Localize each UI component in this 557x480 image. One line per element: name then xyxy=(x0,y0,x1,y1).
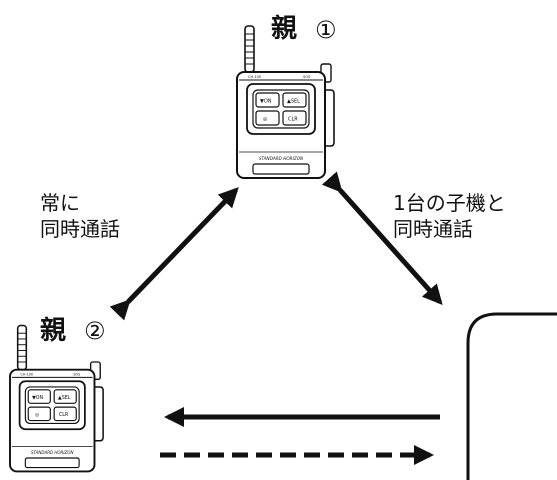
parent2-number: ② xyxy=(84,317,106,345)
left-label-line-2: 同時通話 xyxy=(40,217,120,241)
arrow-right-double xyxy=(321,171,443,305)
left-label: 常に 同時通話 xyxy=(40,190,120,242)
arrow-left-double xyxy=(109,187,239,321)
left-label-line-1: 常に xyxy=(40,191,80,215)
parent1-number: ① xyxy=(315,16,337,44)
child-device-box xyxy=(466,312,557,480)
parent1-device xyxy=(236,25,335,179)
parent1-title: 親 xyxy=(271,14,298,44)
parent2-device xyxy=(9,324,105,473)
parent2-title: 親 xyxy=(40,316,67,346)
